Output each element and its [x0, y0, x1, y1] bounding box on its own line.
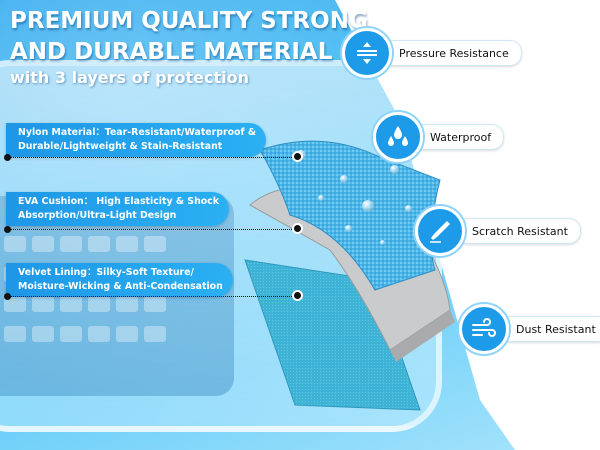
headline-line-1: PREMIUM QUALITY STRONG: [10, 8, 368, 34]
leader-dot-end: [294, 153, 301, 160]
leader-dot-start: [4, 293, 11, 300]
feature-label: Dust Resistant: [499, 316, 600, 342]
velvet-lining-callout: Velvet Lining：Silky-Soft Texture/ Moistu…: [6, 263, 233, 297]
leader-line: [10, 229, 296, 230]
leader-dot-start: [4, 226, 11, 233]
nylon-material-layer: [259, 140, 441, 291]
callout-line-1: Velvet Lining：Silky-Soft Texture/: [18, 267, 194, 278]
callout-line-2: Moisture-Wicking & Anti-Condensation: [18, 281, 223, 292]
water-droplet: [362, 200, 374, 212]
water-droplet: [380, 240, 385, 245]
leader-line: [10, 157, 296, 158]
feature-pressure-resistance: Pressure Resistance: [342, 28, 522, 78]
callout-line-1: Nylon Material：Tear-Resistant/Waterproof…: [18, 127, 257, 138]
leader-dot-end: [294, 292, 301, 299]
headline-subline: with 3 layers of protection: [10, 68, 249, 87]
feature-scratch-resistant: Scratch Resistant: [415, 206, 581, 256]
callout-line-1: EVA Cushion： High Elasticity & Shock: [18, 196, 219, 207]
nylon-material-callout: Nylon Material：Tear-Resistant/Waterproof…: [6, 123, 267, 157]
feature-dust-resistant: Dust Resistant: [459, 304, 600, 354]
water-droplet: [405, 205, 412, 212]
feature-label: Pressure Resistance: [382, 40, 522, 66]
water-drops-icon: [373, 112, 423, 162]
leader-line: [10, 296, 296, 297]
water-droplet: [345, 225, 352, 232]
feature-waterproof: Waterproof: [373, 112, 505, 162]
leader-dot-start: [4, 154, 11, 161]
headline-line-2: AND DURABLE MATERIAL: [10, 39, 333, 65]
callout-line-2: Durable/Lightweight & Stain-Resistant: [18, 141, 223, 152]
feature-label: Waterproof: [413, 124, 505, 150]
pressure-icon: [342, 28, 392, 78]
wind-dust-icon: [459, 304, 509, 354]
water-droplet: [390, 165, 399, 174]
water-droplet: [296, 150, 306, 160]
scratch-blade-icon: [415, 206, 465, 256]
eva-cushion-callout: EVA Cushion： High Elasticity & Shock Abs…: [6, 192, 229, 226]
leader-dot-end: [294, 225, 301, 232]
water-droplet: [318, 195, 324, 201]
callout-line-2: Absorption/Ultra-Light Design: [18, 210, 177, 221]
feature-label: Scratch Resistant: [455, 218, 581, 244]
water-droplet: [340, 175, 348, 183]
